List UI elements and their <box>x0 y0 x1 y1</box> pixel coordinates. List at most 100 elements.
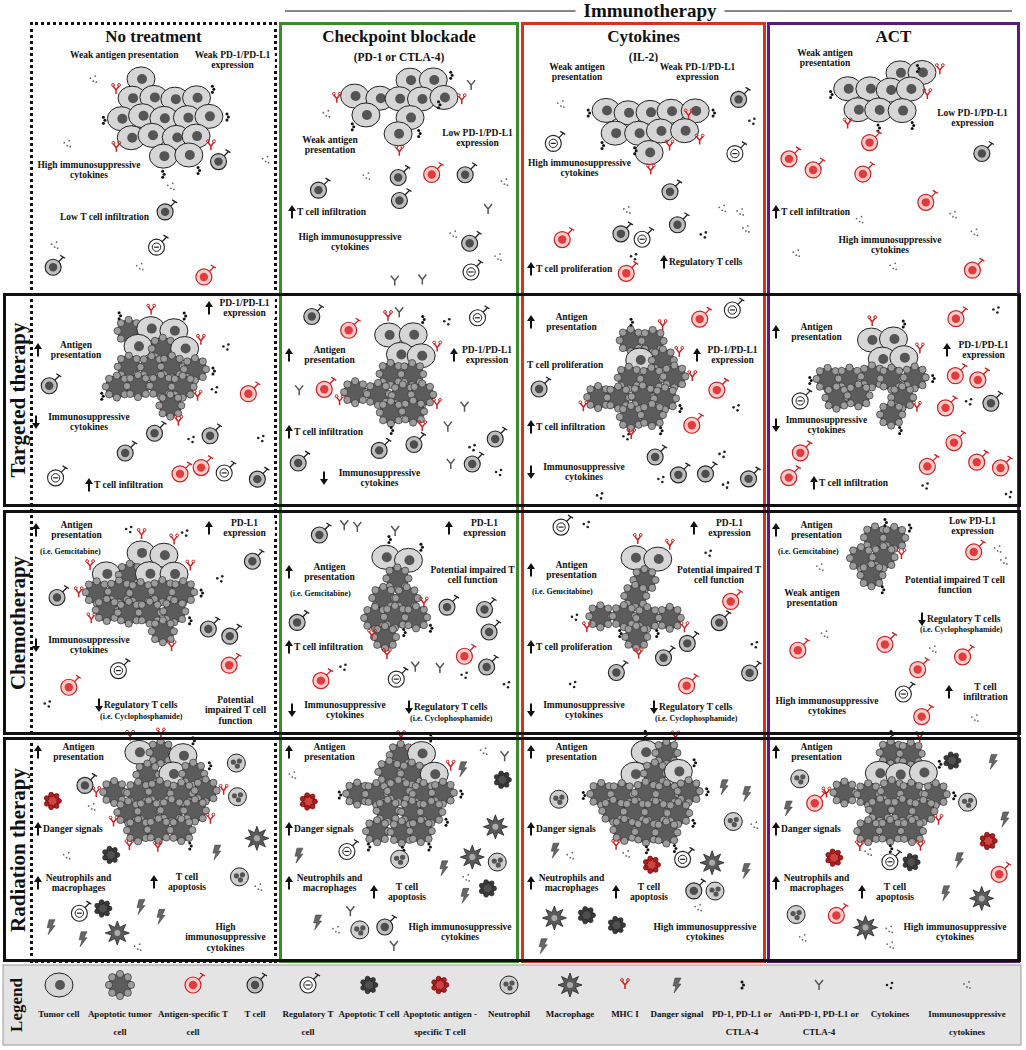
illustration-part <box>703 236 706 239</box>
mhc-i <box>448 763 454 771</box>
illustration-part <box>883 526 890 533</box>
illustration-part <box>900 429 903 432</box>
immunosuppressive-cytokine <box>449 232 451 234</box>
checkpoint-molecule <box>183 311 186 314</box>
illustration-part <box>895 403 902 410</box>
cytokine <box>181 531 184 534</box>
illustration-part <box>302 610 309 617</box>
illustration-part <box>54 374 61 381</box>
illustration-part <box>118 563 125 570</box>
immunosuppressive-cytokine <box>136 265 138 267</box>
illustration-part <box>629 212 631 214</box>
illustration-part <box>391 602 398 609</box>
illustration-part <box>94 809 96 811</box>
illustration-part <box>104 588 111 595</box>
illustration-part <box>900 353 910 363</box>
checkpoint-molecule <box>618 629 621 632</box>
illustration-part <box>739 213 741 215</box>
illustration-part <box>892 267 894 269</box>
illustration-part <box>395 417 402 424</box>
illustration-part <box>374 626 381 633</box>
illustration-part <box>139 943 141 945</box>
illustration-part <box>666 625 673 632</box>
illustration-part <box>429 75 439 85</box>
illustration-part <box>461 171 469 179</box>
illustration-part <box>634 258 637 261</box>
cytokine <box>495 471 498 474</box>
illustration-part <box>631 385 638 392</box>
checkpoint-molecule <box>741 981 744 984</box>
t-cell <box>289 614 305 630</box>
illustration-part <box>338 92 341 95</box>
illustration-part <box>394 129 404 139</box>
antigen-specific-t-cell <box>855 166 871 182</box>
illustration-part <box>104 589 111 596</box>
illustration-part <box>146 749 153 756</box>
illustration-part <box>145 797 152 804</box>
illustration-part <box>748 231 750 233</box>
illustration-part <box>1005 557 1007 559</box>
illustration-part <box>114 666 122 674</box>
illustration-part <box>137 364 144 371</box>
illustration-part <box>399 381 406 388</box>
illustration-part <box>199 815 206 822</box>
illustration-part <box>212 813 215 816</box>
illustration-part <box>419 380 426 387</box>
illustration-part <box>503 981 508 986</box>
illustration-part <box>649 326 656 333</box>
illustration-part <box>601 492 604 495</box>
illustration-part <box>187 581 194 588</box>
illustration-part <box>125 620 132 627</box>
mhc-i <box>337 397 343 405</box>
illustration-part <box>125 798 132 805</box>
illustration-part <box>155 815 162 822</box>
t-cell <box>41 378 57 394</box>
illustration-part <box>214 157 222 165</box>
illustration-part <box>638 337 645 344</box>
illustration-part <box>257 888 259 890</box>
illustration-part <box>95 81 97 83</box>
illustration-part <box>632 581 639 588</box>
illustration-part <box>816 368 823 375</box>
illustration-part <box>888 364 895 371</box>
antigen-specific-t-cell <box>424 166 440 182</box>
illustration-part <box>150 92 160 102</box>
illustration-part <box>923 89 926 92</box>
illustration-part <box>655 635 658 638</box>
illustration-part <box>704 231 707 234</box>
illustration-part <box>579 401 582 404</box>
antigen-specific-t-cell <box>709 382 725 398</box>
t-cell <box>406 436 422 452</box>
checkpoint-molecule <box>633 146 636 149</box>
illustration-part <box>144 760 151 767</box>
illustration-part <box>150 390 157 397</box>
illustration-part <box>463 94 466 97</box>
illustration-part <box>124 989 131 996</box>
illustration-part <box>235 763 240 768</box>
tumor-cell <box>635 141 663 165</box>
illustration-part <box>417 400 424 407</box>
antigen-specific-t-cell <box>692 311 708 327</box>
mhc-i <box>667 542 673 550</box>
illustration-part <box>401 363 408 370</box>
illustration-part <box>899 690 907 698</box>
illustration-part <box>61 466 68 473</box>
illustration-part <box>134 838 141 845</box>
mhc-i <box>917 345 923 353</box>
illustration-part <box>686 622 689 625</box>
illustration-part <box>343 790 350 797</box>
t-cell <box>310 182 326 198</box>
mhc-i <box>334 95 340 103</box>
t-cell <box>487 431 503 447</box>
illustration-part <box>366 835 373 842</box>
illustration-part <box>669 646 676 653</box>
illustration-part <box>152 243 160 251</box>
illustration-part <box>151 620 158 627</box>
illustration-part <box>339 794 342 797</box>
illustration-part <box>215 391 218 394</box>
antibody <box>461 402 469 412</box>
illustration-part <box>444 983 449 988</box>
illustration-part <box>652 576 659 583</box>
illustration-part <box>92 560 95 563</box>
illustration-part <box>306 984 311 985</box>
